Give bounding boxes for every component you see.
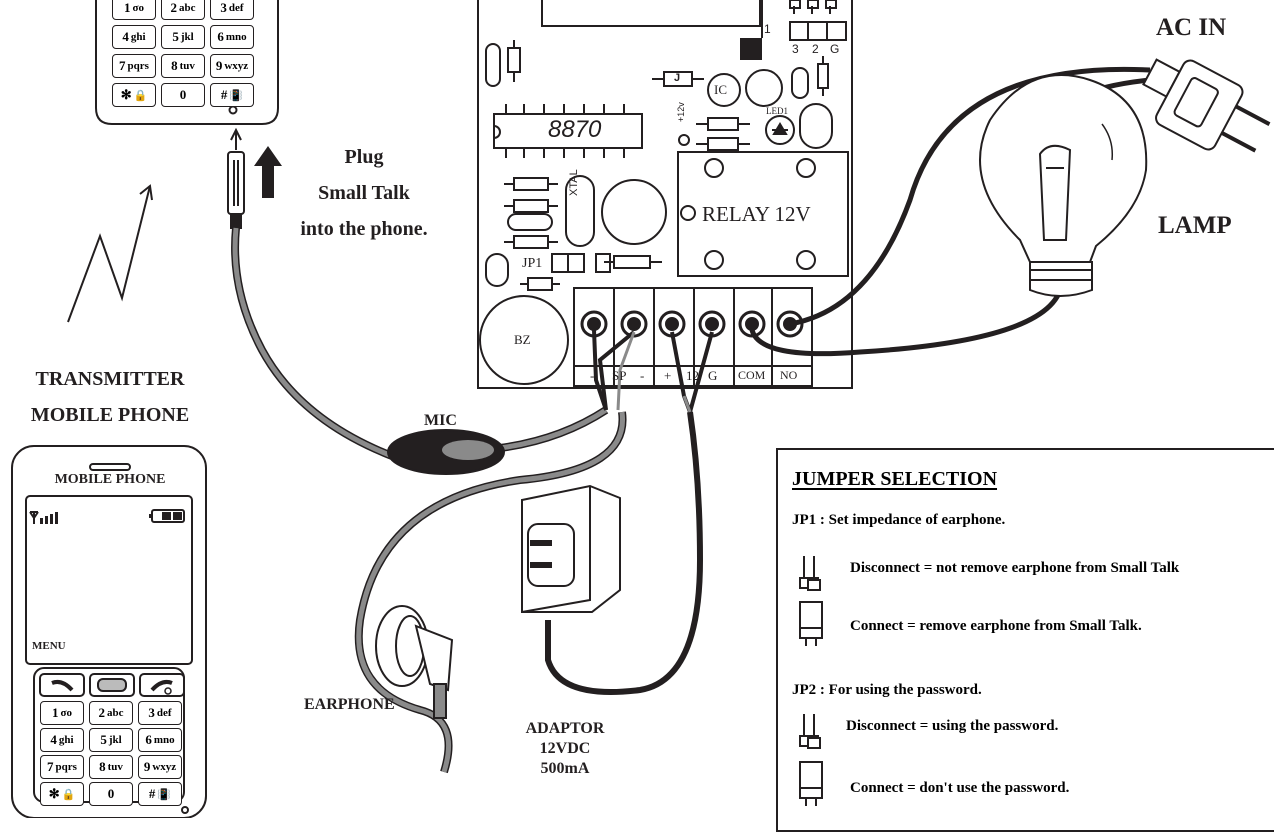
key-star[interactable]: ✻🔒 [112,83,156,107]
key-hash[interactable]: #📳 [210,83,254,107]
header-pin-2: 2 [812,42,819,56]
terminal-label-sp-minus: - [590,368,595,383]
plug-instruction-line3: into the phone. [300,218,428,240]
wire-mic-to-sp [499,406,609,452]
pin-one-label: 1 [764,22,771,36]
phone-menu-label[interactable]: MENU [32,640,66,652]
key-star[interactable]: ✻🔒 [40,782,84,806]
top-phone-mic-hole [228,105,238,115]
jp1-title: JP1 : Set impedance of earphone. [792,512,1006,528]
jumper-selection-panel: JUMPER SELECTION JP1 : Set impedance of … [776,448,1274,832]
terminal-label-sp-minus-2: - [640,368,645,383]
wire-12v-to-adaptor [545,411,704,695]
lamp-drawing [979,74,1148,297]
terminal-label-plus: + [664,368,672,383]
jp2-disconnect-text: Disconnect = using the password. [846,718,1059,734]
terminal-label-com: COM [738,368,766,382]
xtal-label: XTAL [568,169,580,196]
jp1-disconnect-text: Disconnect = not remove earphone from Sm… [850,560,1180,576]
jumper-closed-icon [799,761,823,806]
led-label: LED1 [766,106,788,116]
signal-zigzag [67,185,151,323]
plug-instruction-line2: Small Talk [318,182,410,204]
adaptor-label-line3: 500mA [540,760,590,777]
mobile-phone-drawing [11,445,207,818]
lamp-label: LAMP [1158,212,1232,239]
plug-instruction-line1: Plug [344,146,384,168]
jumper-j-label: J [674,72,681,84]
terminal-label-sp: SP [612,368,627,383]
jp2-title: JP2 : For using the password. [792,682,982,698]
header-pin-g: G [830,42,840,56]
transmitter-label-line2: MOBILE PHONE [30,404,190,426]
ac-plug-drawing [1142,58,1271,153]
phone-screen-title: MOBILE PHONE [54,472,166,487]
ic-chip-label: 8870 [548,116,602,143]
plug-arrow [254,146,282,198]
audio-jack-plug [227,127,245,229]
top-phone-body [95,0,279,125]
earphone-label: EARPHONE [304,696,395,713]
wire-com-to-lamp [749,279,1065,357]
adaptor-label-line2: 12VDC [539,740,591,757]
key-0[interactable]: 0 [161,83,205,107]
key-0[interactable]: 0 [89,782,133,806]
relay-label: RELAY 12V [702,202,811,226]
jp2-connect-text: Connect = don't use the password. [850,780,1070,796]
jumper-selection-title: JUMPER SELECTION [792,468,998,490]
ic-label: IC [714,82,727,97]
earphone-drawing [375,605,454,719]
buzzer-label: BZ [514,332,531,347]
ac-in-label: AC IN [1156,14,1227,41]
v12-label: +12v [676,102,686,122]
jumper-closed-icon [799,601,823,646]
transmitter-label-line1: TRANSMITTER [35,368,185,390]
jp1-connect-text: Connect = remove earphone from Small Tal… [850,618,1142,634]
jumper-open-icon [799,714,821,749]
pcb-board [477,0,853,389]
jp1-pcb-label: JP1 [522,256,543,271]
key-hash[interactable]: #📳 [138,782,182,806]
jumper-open-icon [799,556,821,591]
terminal-label-12: 12 [686,368,699,383]
mic-label: MIC [424,412,457,429]
terminal-label-no: NO [780,368,798,382]
adaptor-drawing [521,484,621,613]
terminal-label-g: G [708,368,718,383]
adaptor-label-line1: ADAPTOR [525,720,605,737]
header-pin-3: 3 [792,42,799,56]
